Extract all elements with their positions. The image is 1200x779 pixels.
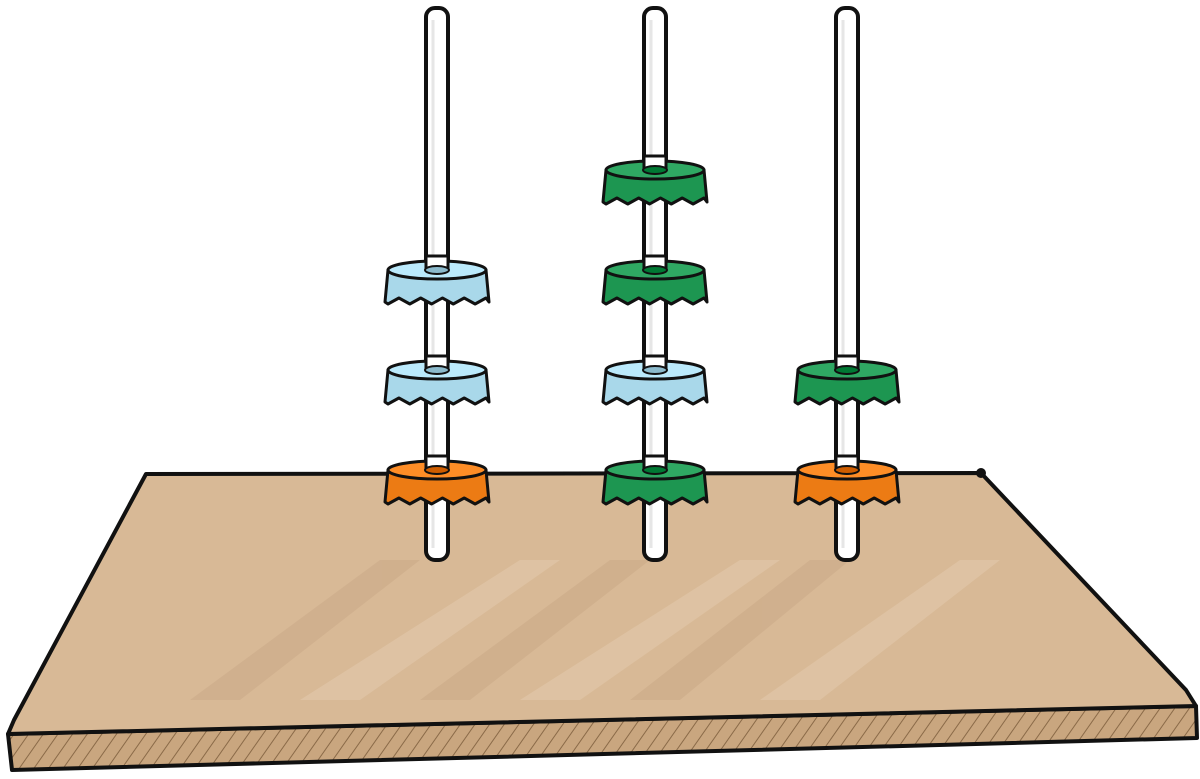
- rod-middle-cap-light_blue: [601, 354, 709, 406]
- rod-left-cap-light_blue: [383, 254, 491, 306]
- board-shadow: [190, 560, 850, 700]
- rod-left-cap-orange: [383, 454, 491, 506]
- board-top: [6, 471, 1198, 736]
- rod-middle-cap-green: [601, 154, 709, 206]
- board-corner-dot: [976, 468, 986, 478]
- rod-left-cap-light_blue: [383, 354, 491, 406]
- rod-middle-cap-green: [601, 454, 709, 506]
- rod-right-cap-orange: [793, 454, 901, 506]
- caps-layer: [383, 154, 901, 506]
- rod-middle-cap-green: [601, 254, 709, 306]
- rod-right-cap-green: [793, 354, 901, 406]
- board-sheen: [300, 560, 1000, 700]
